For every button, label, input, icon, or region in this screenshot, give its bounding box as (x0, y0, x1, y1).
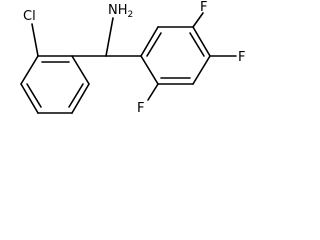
bond (140, 55, 159, 85)
bond-to-fluoro-bottom (147, 83, 159, 101)
amine-label-main: NH (108, 3, 128, 18)
amine-label: NH2 (108, 3, 133, 20)
atom-labels: NH2 Cl F F F (23, 0, 245, 116)
double-bond-inner (68, 83, 84, 108)
chemical-structure: NH2 Cl F F F (20, 0, 245, 116)
double-bond-inner (189, 32, 205, 57)
bond (20, 55, 39, 85)
amine-label-subscript: 2 (128, 10, 134, 20)
bond-to-chloro (31, 23, 39, 57)
bond-to-fluoro-top (192, 12, 204, 28)
fluoro-right-label: F (238, 50, 245, 65)
fluoro-bottom-label: F (137, 101, 144, 116)
bond (140, 26, 159, 57)
bond (71, 83, 90, 114)
bond (20, 83, 39, 114)
bond-to-amine (105, 17, 114, 57)
fluoro-top-label: F (200, 0, 207, 15)
bonds (20, 12, 237, 114)
bond (71, 55, 90, 85)
double-bond-inner (146, 32, 162, 57)
chloro-label: Cl (23, 9, 36, 24)
bond (192, 26, 211, 57)
bond (192, 55, 211, 85)
double-bond-inner (26, 83, 42, 108)
